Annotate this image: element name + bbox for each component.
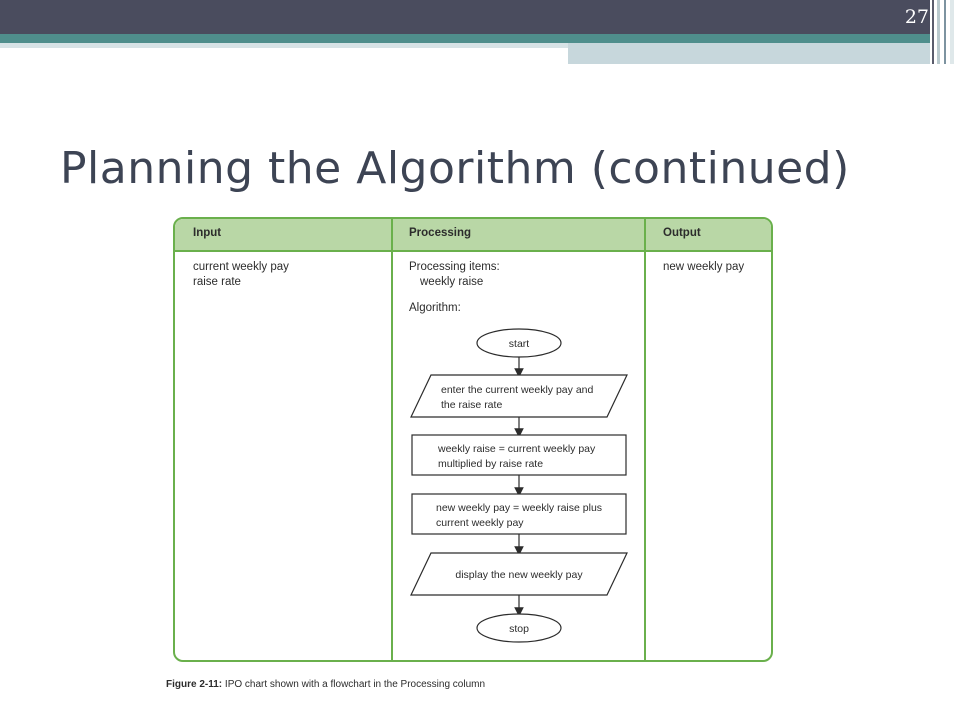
output-item: new weekly pay (663, 261, 745, 273)
figure-label: Figure 2-11: (166, 679, 223, 690)
stop-label: stop (509, 623, 529, 635)
stop-terminal (476, 613, 562, 643)
process1-line2: multiplied by raise rate (438, 458, 543, 470)
input-step-line2: the raise rate (441, 399, 502, 411)
page-number: 27 (904, 6, 929, 28)
process1-line1: weekly raise = current weekly pay (437, 443, 596, 455)
header-bar (0, 0, 930, 34)
output-step-label: display the new weekly pay (455, 569, 583, 581)
decor-line (937, 0, 940, 64)
input-item: current weekly pay (193, 261, 289, 273)
column-divider (644, 219, 646, 660)
header-input: Input (193, 227, 222, 239)
start-label: start (509, 338, 530, 350)
figure-caption: Figure 2-11: IPO chart shown with a flow… (166, 679, 485, 690)
input-step-line1: enter the current weekly pay and (441, 384, 593, 396)
accent-stripe-light (0, 43, 568, 48)
chart-header-row (175, 219, 771, 252)
header-processing: Processing (409, 227, 471, 239)
processing-item: weekly raise (420, 276, 484, 288)
output-parallelogram (410, 552, 628, 596)
header-output: Output (663, 227, 701, 239)
column-divider (391, 219, 393, 660)
process-box-weekly-raise (411, 434, 627, 476)
algorithm-label: Algorithm: (409, 302, 461, 314)
input-item: raise rate (193, 276, 241, 288)
decor-line (932, 0, 934, 64)
flowchart: start enter the current weekly pay and t… (410, 328, 628, 643)
slide-title: Planning the Algorithm (continued) (60, 143, 850, 194)
ipo-chart: Input Processing Output current weekly p… (173, 217, 773, 662)
process2-line2: current weekly pay (436, 517, 524, 529)
decor-line (944, 0, 946, 64)
input-parallelogram (410, 374, 628, 418)
processing-items-label: Processing items: (409, 261, 500, 273)
accent-block (568, 43, 930, 64)
decor-line (950, 0, 954, 64)
process-box-new-weekly-pay (411, 493, 627, 535)
figure-caption-text: IPO chart shown with a flowchart in the … (222, 679, 486, 690)
accent-stripe (0, 34, 930, 43)
process2-line1: new weekly pay = weekly raise plus (436, 502, 602, 514)
